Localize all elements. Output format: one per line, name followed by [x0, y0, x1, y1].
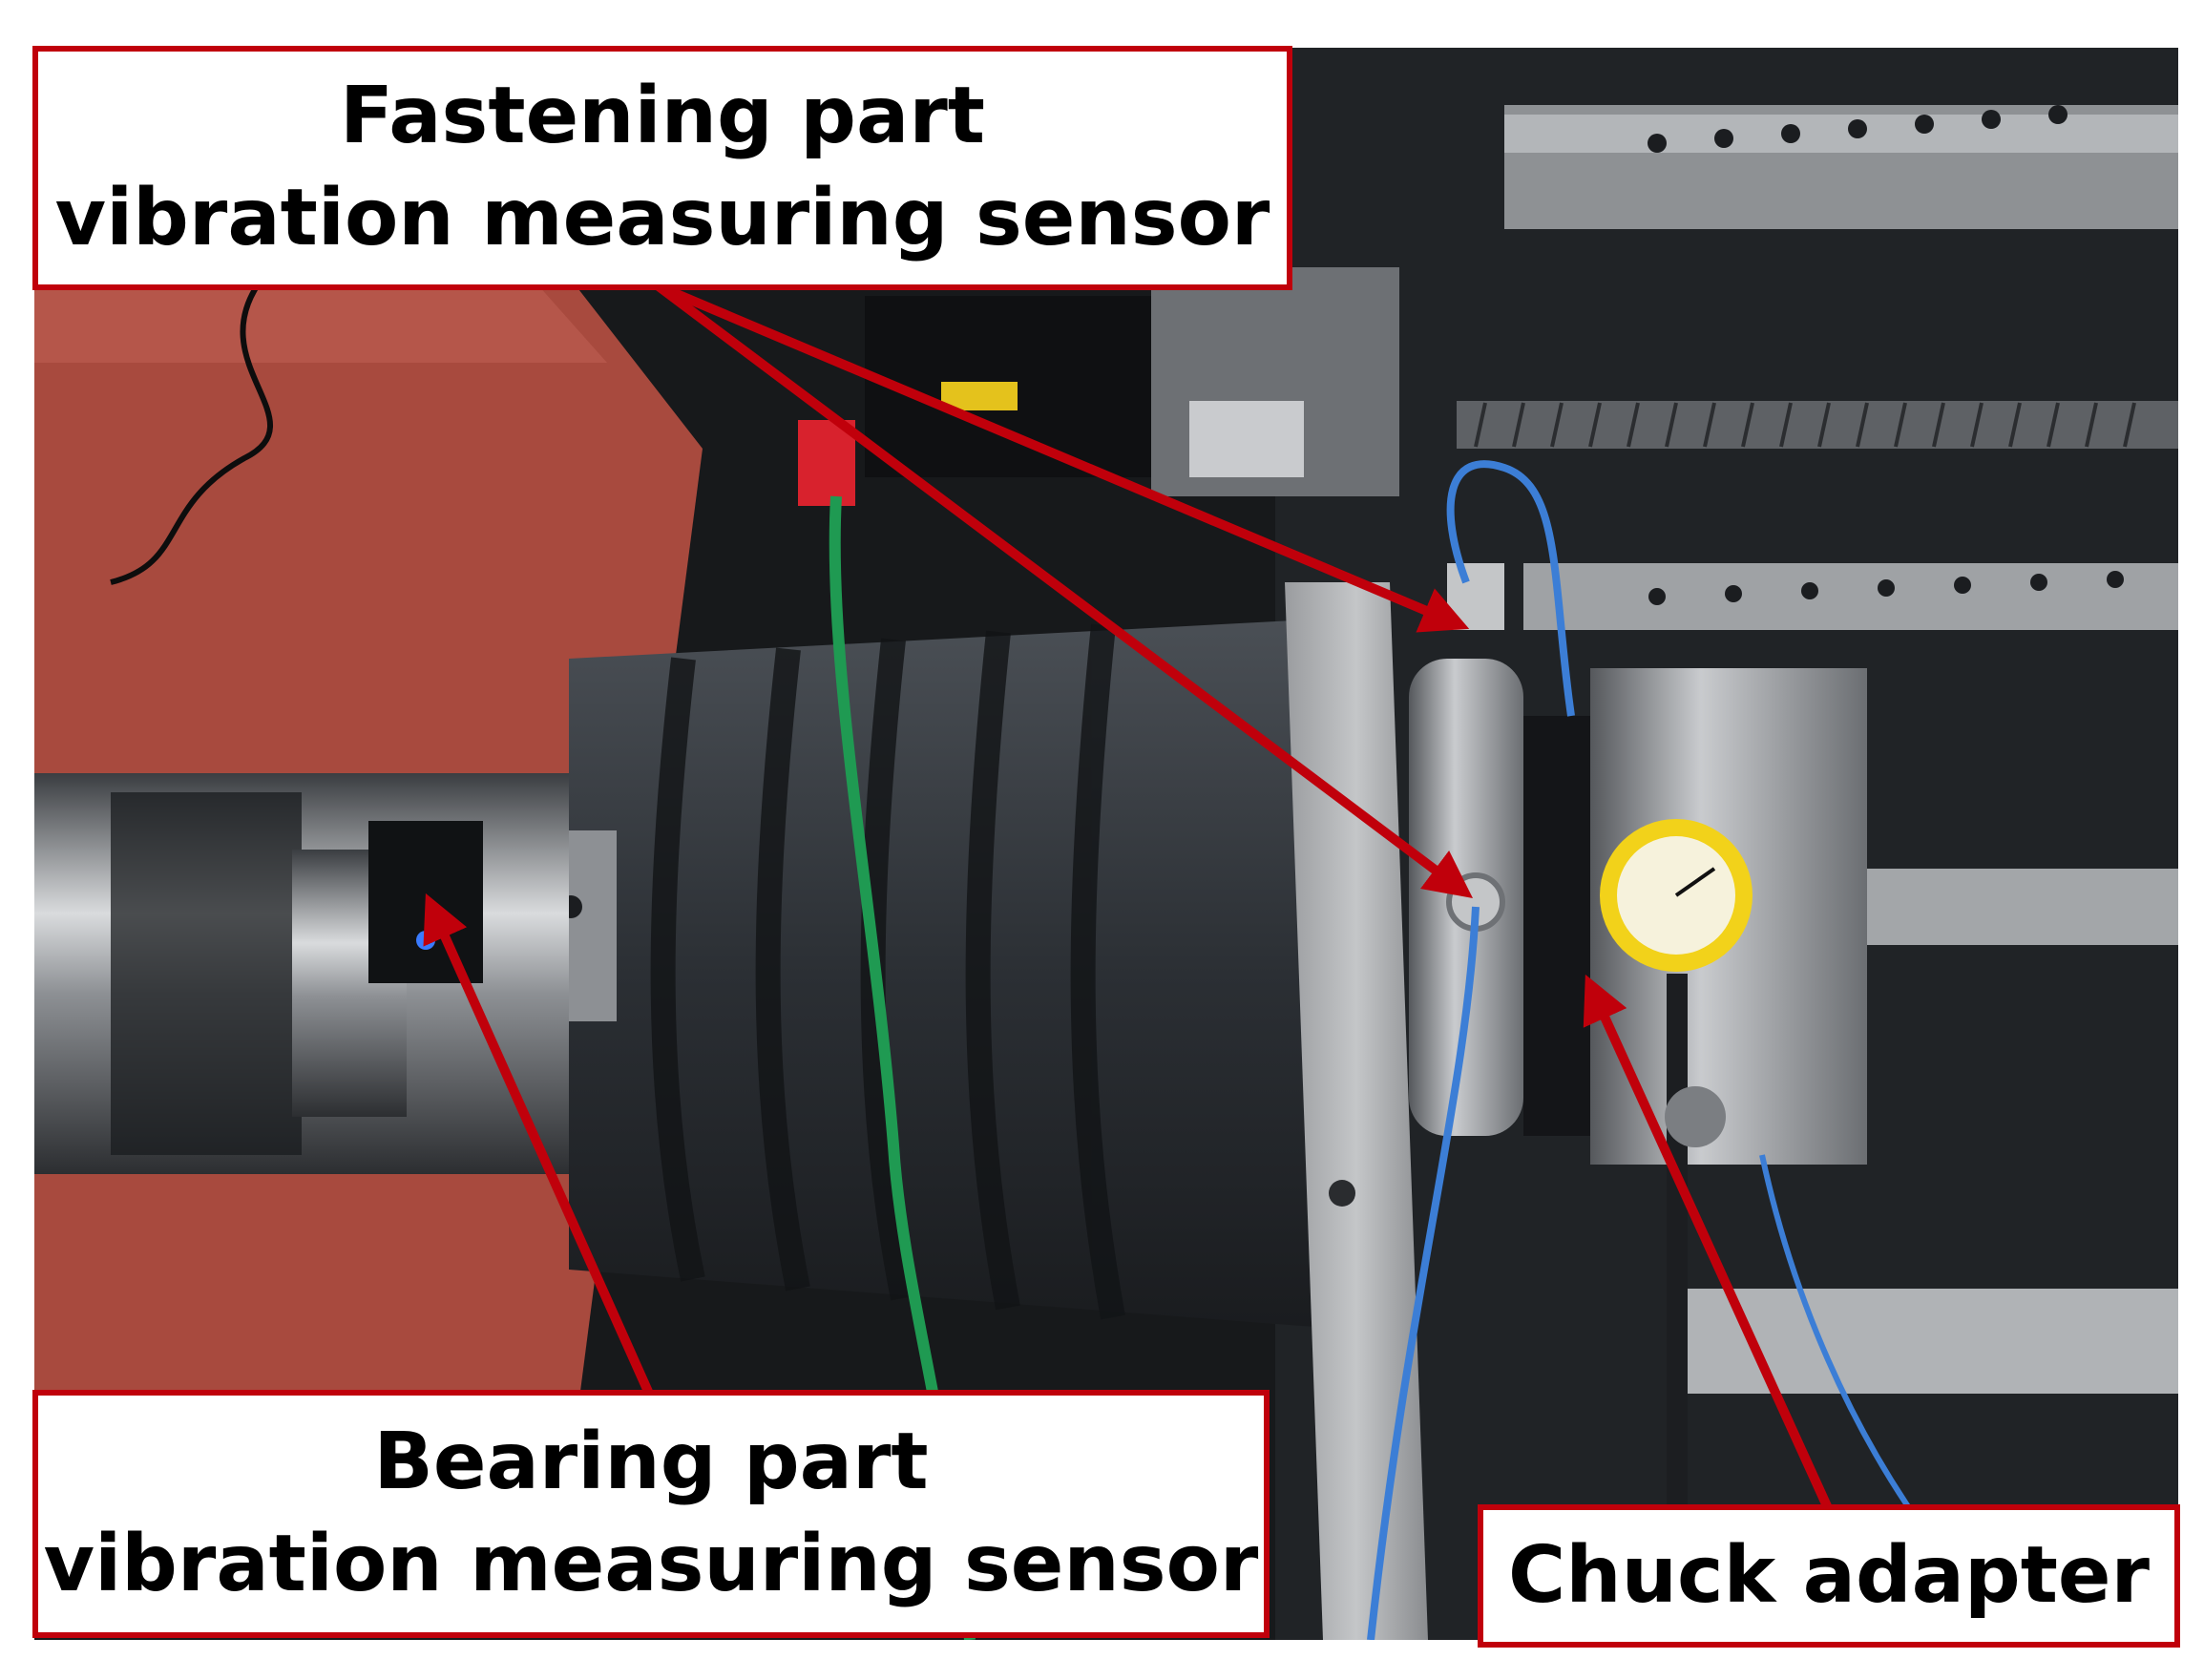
bearing-label-line1: Bearing part [373, 1417, 929, 1508]
bearing-sensor-device [368, 821, 483, 983]
coupling [1189, 401, 1304, 477]
red-connector [798, 420, 855, 506]
fastening-label-line2: vibration measuring sensor [54, 173, 1270, 263]
servo-motor [865, 296, 1189, 477]
chuck-label-line1: Chuck adapter [1508, 1529, 2150, 1621]
fastening-label-line1: Fastening part [340, 71, 985, 162]
fastening-sensor-device [1447, 563, 1504, 630]
ball-screw [1457, 401, 2178, 449]
blue-cable-lower [1367, 906, 1480, 1640]
bearing-sensor-label: Bearing part vibration measuring sensor [32, 1390, 1270, 1638]
fastening-sensor-label: Fastening part vibration measuring senso… [32, 46, 1292, 290]
bearing-label-line2: vibration measuring sensor [43, 1519, 1259, 1609]
chuck-adapter-label: Chuck adapter [1478, 1504, 2180, 1648]
chuck-adapter [1523, 716, 1590, 1136]
